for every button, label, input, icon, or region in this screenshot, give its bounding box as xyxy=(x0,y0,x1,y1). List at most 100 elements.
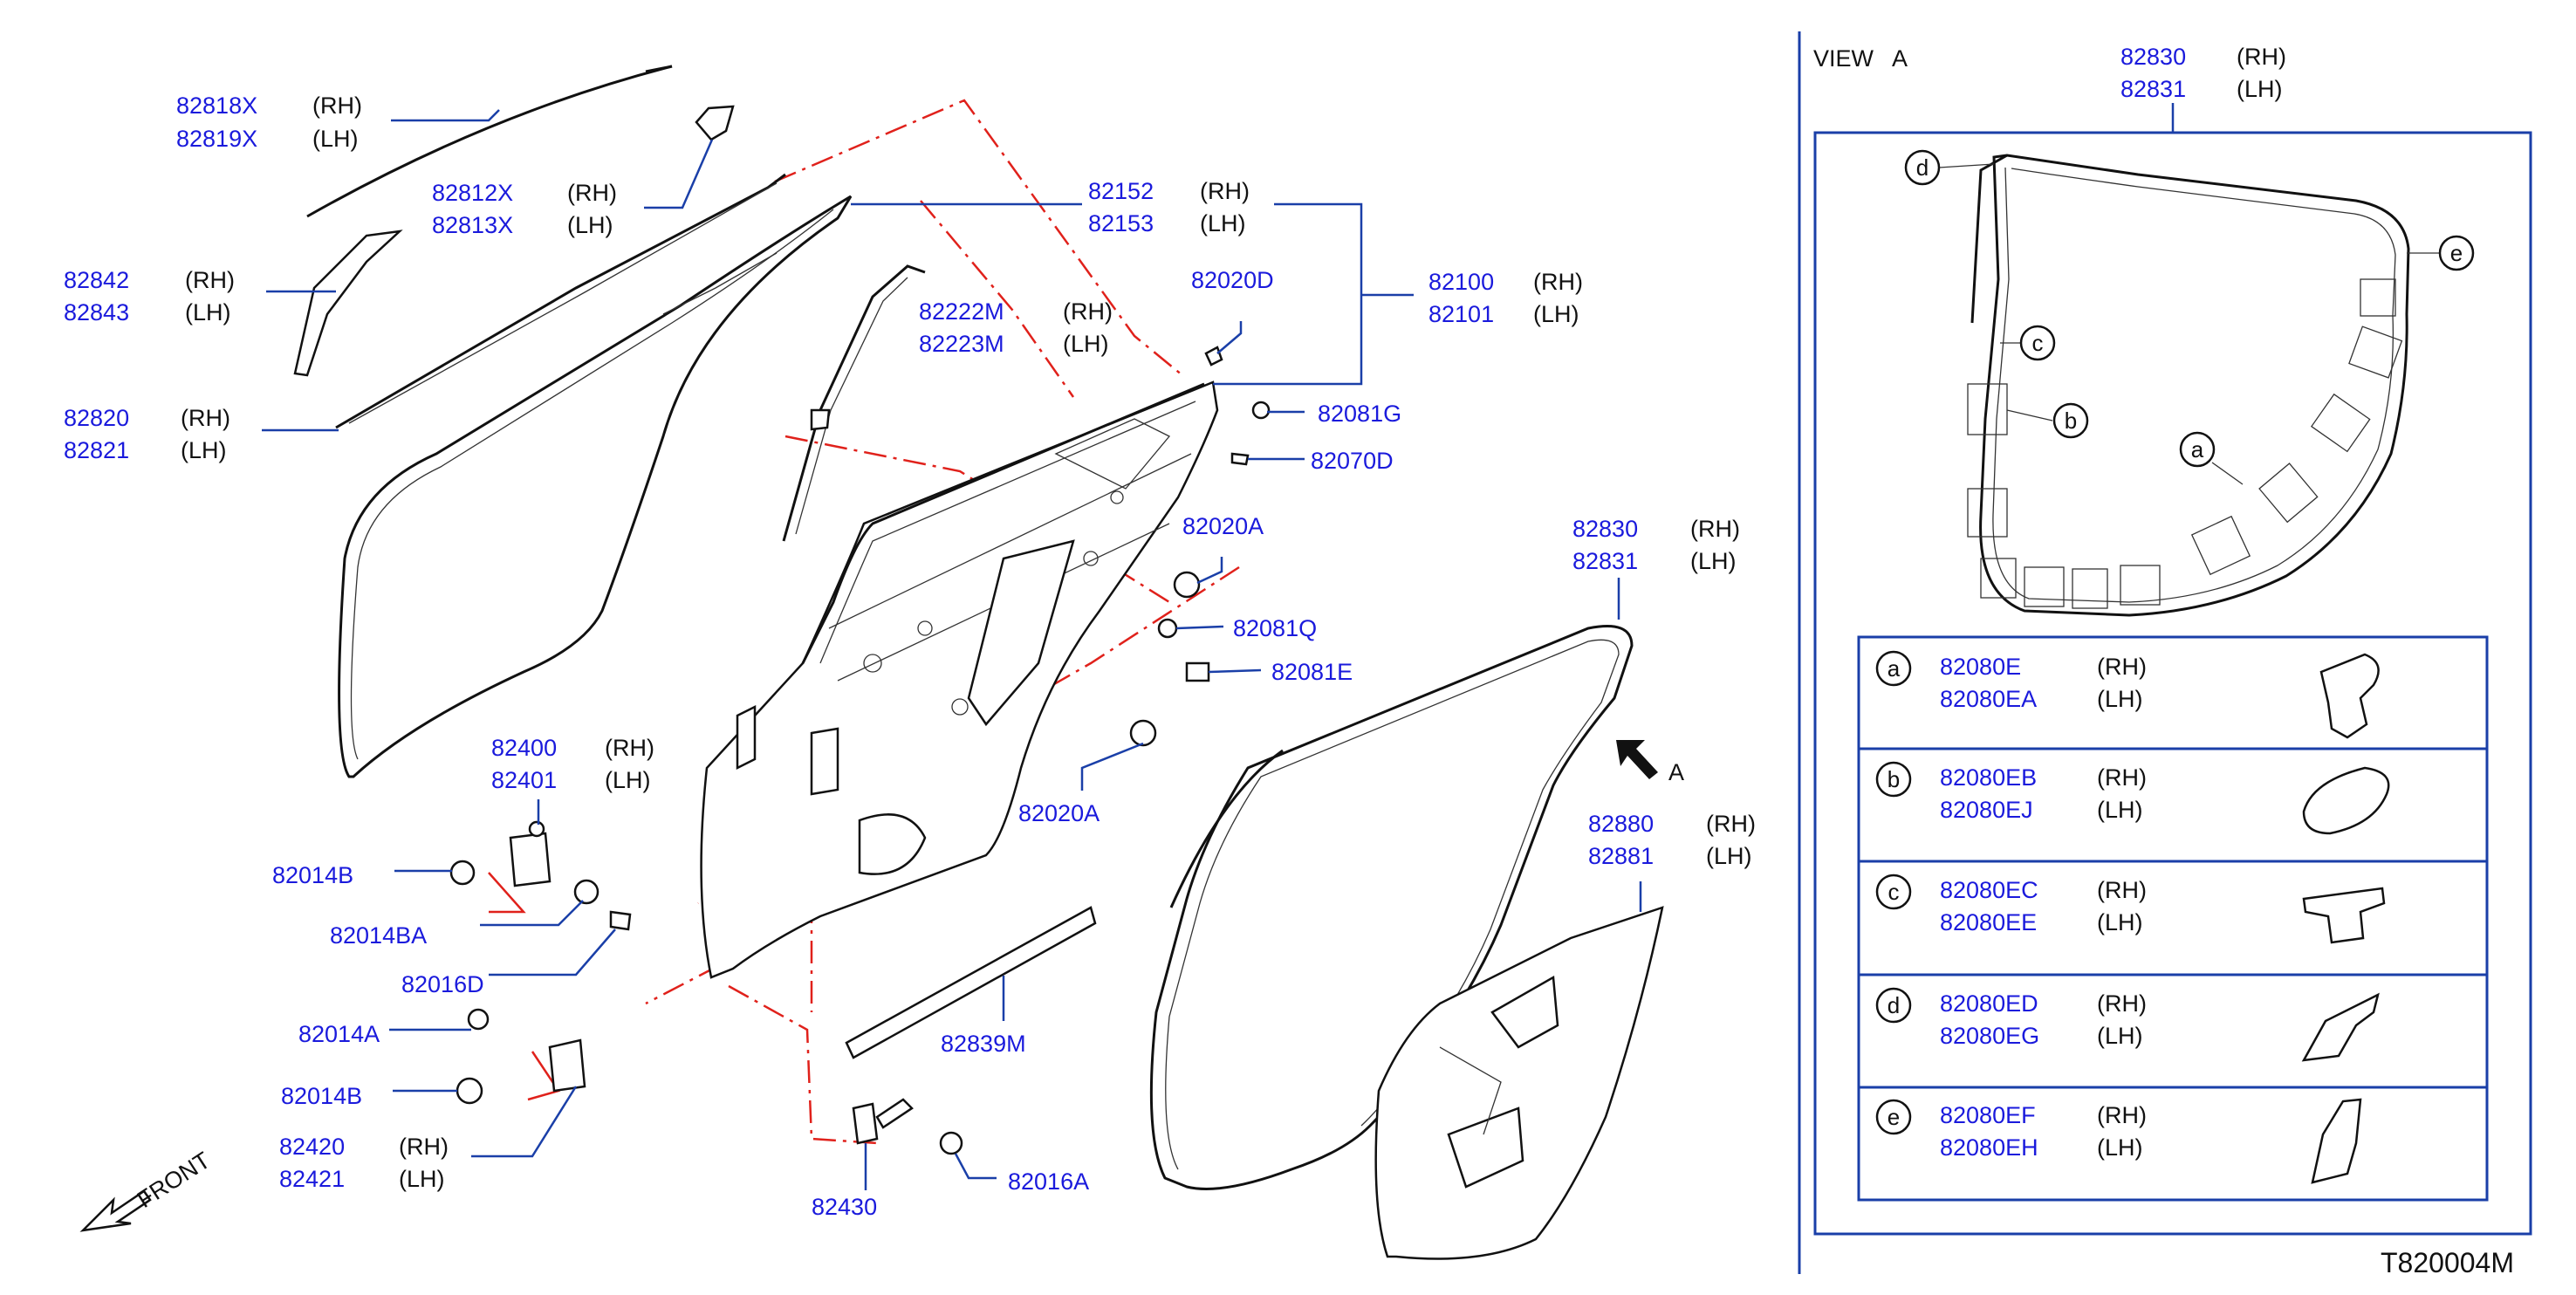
clip-d-icon xyxy=(2301,992,2380,1062)
part-number: 82223M xyxy=(919,331,1004,357)
part-number: 82100 xyxy=(1428,269,1494,295)
callout-82014a: 82014A xyxy=(298,1021,380,1047)
part-number: 82014A xyxy=(298,1021,380,1047)
row-letter: e xyxy=(1887,1104,1900,1130)
part-number: 82430 xyxy=(812,1194,877,1220)
part-number: 82843 xyxy=(64,299,129,325)
view-letter-b: b xyxy=(2065,408,2077,434)
part-82430-door-check xyxy=(852,1098,963,1155)
view-letter-d: d xyxy=(1916,154,1929,181)
part-number: 82819X xyxy=(176,126,257,152)
clip-b-icon xyxy=(2302,766,2390,835)
part-82152-door-seal xyxy=(338,195,853,778)
part-82839m-molding xyxy=(845,906,1097,1059)
clip-e-icon xyxy=(2311,1098,2362,1184)
view-letter-c: c xyxy=(2032,330,2044,356)
part-number: 82080EJ xyxy=(1940,797,2033,823)
view-title: VIEW A xyxy=(1813,45,1908,72)
part-82420-lower-hinge xyxy=(456,1008,586,1105)
view-arrow-label: A xyxy=(1668,759,1684,785)
part-number: 82153 xyxy=(1088,210,1154,236)
side-label: (RH) xyxy=(567,180,617,206)
side-label: (LH) xyxy=(185,299,231,325)
clip-row-d: d 82080ED 82080EG (RH) (LH) xyxy=(1875,987,2147,1049)
part-number: 82020D xyxy=(1191,267,1274,293)
part-number: 82081E xyxy=(1271,659,1353,685)
side-label: (LH) xyxy=(312,126,359,152)
part-number: 82842 xyxy=(64,267,129,293)
side-label: (RH) xyxy=(605,735,654,761)
row-letter: c xyxy=(1888,879,1900,905)
part-82222m-sash xyxy=(782,264,926,542)
callout-82016d: 82016D xyxy=(401,971,484,997)
side-label: (RH) xyxy=(1690,516,1740,542)
side-label: (RH) xyxy=(1706,811,1756,837)
row-letter: b xyxy=(1887,766,1900,792)
view-a-panel: d c b a e xyxy=(1798,31,2532,1274)
side-label: (RH) xyxy=(2097,1102,2147,1128)
part-82820-glass-run xyxy=(335,173,786,429)
part-number: 82821 xyxy=(64,437,129,463)
callout-82818x: 82818X 82819X (RH) (LH) xyxy=(176,92,362,152)
side-label: (LH) xyxy=(1200,210,1246,236)
side-label: (RH) xyxy=(2097,877,2147,903)
part-number: 82222M xyxy=(919,298,1004,325)
callout-82100: 82100 82101 (RH) (LH) xyxy=(1428,269,1583,327)
part-number: 82420 xyxy=(279,1134,345,1160)
part-number: 82080EC xyxy=(1940,877,2038,903)
part-number: 82080EF xyxy=(1940,1102,2036,1128)
side-label: (LH) xyxy=(2097,686,2143,712)
side-label: (RH) xyxy=(181,405,230,431)
callout-82420: 82420 82421 (RH) (LH) xyxy=(279,1134,449,1192)
part-number: 82831 xyxy=(1572,548,1638,574)
side-label: (RH) xyxy=(1533,269,1583,295)
part-82842-sash-finisher xyxy=(293,230,403,377)
part-number: 82081G xyxy=(1318,401,1401,427)
side-label: (LH) xyxy=(1063,331,1109,357)
callout-82812x: 82812X 82813X (RH) (LH) xyxy=(432,180,617,238)
part-number: 82421 xyxy=(279,1166,345,1192)
side-label: (RH) xyxy=(2097,764,2147,791)
side-label: (LH) xyxy=(2097,909,2143,935)
side-label: (LH) xyxy=(1533,301,1579,327)
callout-82839m: 82839M xyxy=(941,1031,1026,1057)
callout-82081q: 82081Q xyxy=(1233,615,1317,641)
callout-82070d: 82070D xyxy=(1311,448,1394,474)
part-number: 82014B xyxy=(272,862,353,888)
side-label: (LH) xyxy=(181,437,227,463)
view-a-clips xyxy=(1967,278,2403,609)
side-label: (RH) xyxy=(185,267,235,293)
callout-82081e: 82081E xyxy=(1271,659,1353,685)
callout-82020d: 82020D xyxy=(1191,267,1274,293)
side-label: (LH) xyxy=(2097,1134,2143,1161)
clip-a-icon xyxy=(2319,653,2380,739)
clip-row-b: b 82080EB 82080EJ (RH) (LH) xyxy=(1875,761,2147,823)
part-number: 82080ED xyxy=(1940,990,2038,1017)
callout-82400: 82400 82401 (RH) (LH) xyxy=(491,735,654,793)
row-letter: d xyxy=(1887,992,1900,1018)
side-label: (RH) xyxy=(1063,298,1113,325)
side-label: (LH) xyxy=(2097,797,2143,823)
side-label: (LH) xyxy=(2097,1023,2143,1049)
part-number: 82881 xyxy=(1588,843,1654,869)
callout-82014ba: 82014BA xyxy=(330,922,427,949)
part-fasteners-upper xyxy=(1129,346,1271,747)
part-82880-sealing-screen xyxy=(1374,906,1664,1260)
side-label: (RH) xyxy=(1200,178,1250,204)
callout-82016a: 82016A xyxy=(1008,1168,1089,1195)
side-label: (RH) xyxy=(2097,990,2147,1017)
part-number: 82830 xyxy=(1572,516,1638,542)
clip-row-e: e 82080EF 82080EH (RH) (LH) xyxy=(1875,1099,2147,1161)
part-number: 82080EH xyxy=(1940,1134,2038,1161)
part-82100-door-panel xyxy=(700,380,1219,979)
part-number: 82081Q xyxy=(1233,615,1317,641)
callout-82830-view: 82830 82831 (RH) (LH) xyxy=(2120,44,2286,102)
view-letter-e: e xyxy=(2450,240,2463,266)
front-label: FRONT xyxy=(133,1147,215,1213)
side-label: (LH) xyxy=(605,767,651,793)
callout-82014b-upper: 82014B xyxy=(272,862,353,888)
side-label: (RH) xyxy=(312,92,362,119)
side-label: (LH) xyxy=(2237,76,2283,102)
part-number: 82812X xyxy=(432,180,513,206)
